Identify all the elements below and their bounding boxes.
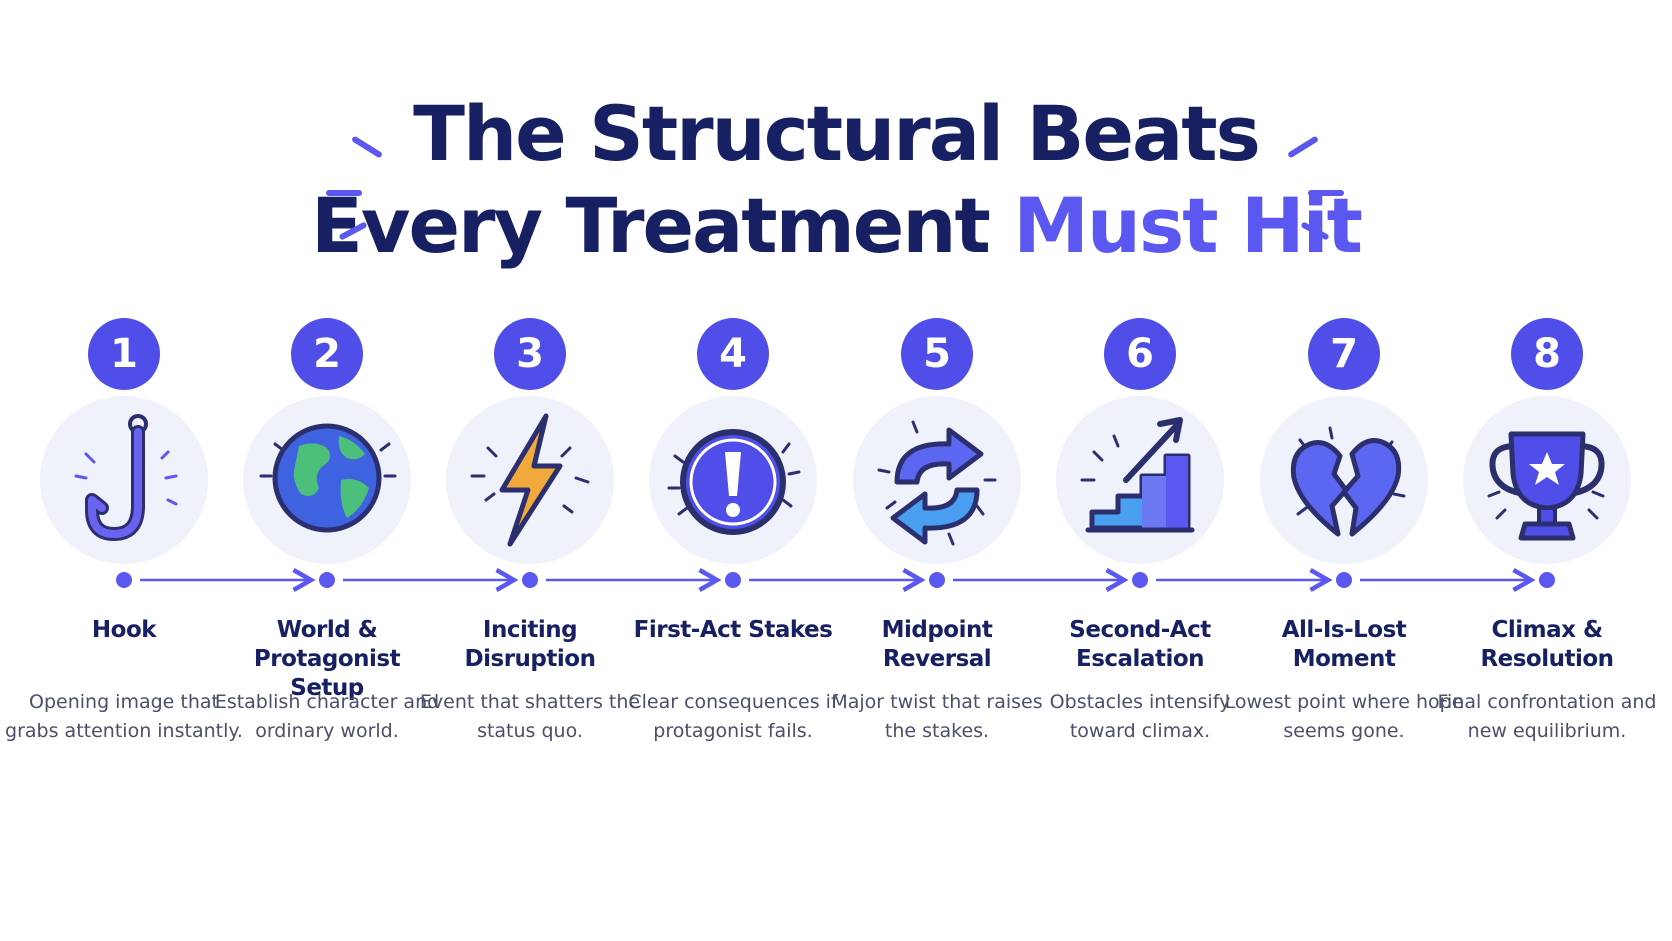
beat-description: Obstacles intensify toward climax. [1049, 691, 1231, 742]
beat-icon-circle [649, 396, 817, 564]
fishing-hook-icon [74, 414, 178, 541]
timeline-dot [319, 572, 335, 588]
beat-number-badge: 6 [1104, 318, 1176, 390]
beat-icon-circle [1056, 396, 1224, 564]
timeline-dot [522, 572, 538, 588]
beat-description: Major twist that raises the stakes. [831, 691, 1043, 742]
beat-number-badge: 3 [494, 318, 566, 390]
timeline-dot [116, 572, 132, 588]
timeline-dots [116, 572, 1555, 588]
title-line-1: The Structural Beats [413, 89, 1261, 178]
beat-title: World & Protagonist Setup [253, 617, 401, 701]
decor-dash-right-mid [1308, 190, 1344, 196]
beat-description: Establish character and ordinary world. [214, 691, 440, 742]
beat-title: Climax & Resolution [1480, 617, 1614, 672]
beat-description: Clear consequences if protagonist fails. [628, 691, 838, 742]
beat-number-badge: 4 [697, 318, 769, 390]
beat-title: First-Act Stakes [633, 617, 833, 643]
beat-description: Opening image that grabs attention insta… [5, 691, 243, 742]
timeline-dot [1539, 572, 1555, 588]
lightning-bolt-icon [470, 413, 590, 547]
beat-description: Final confrontation and new equilibrium. [1437, 691, 1657, 742]
decor-dash-left-mid [326, 190, 362, 196]
beat-number-badge: 5 [901, 318, 973, 390]
beat-description: Event that shatters the status quo. [419, 691, 641, 742]
timeline-dot [929, 572, 945, 588]
beat-title: Hook [91, 617, 157, 643]
broken-heart-icon [1290, 426, 1406, 537]
timeline-dot [1132, 572, 1148, 588]
beat-icon-circle [1260, 396, 1428, 564]
beat-title: Second-Act Escalation [1069, 617, 1211, 672]
beat-icon-circle [243, 396, 411, 564]
exclamation-icon [667, 429, 801, 535]
beat-number-badge: 1 [88, 318, 160, 390]
beat-description: Lowest point where hope seems gone. [1224, 691, 1464, 742]
beat-title: Inciting Disruption [464, 617, 596, 672]
page-title: The Structural Beats Every Treatment Mus… [0, 88, 1672, 272]
reverse-arrows-icon [877, 420, 997, 546]
trophy-icon [1487, 431, 1605, 541]
beat-number-badge: 7 [1308, 318, 1380, 390]
title-line-2-main: Every Treatment [310, 181, 991, 270]
beat-icon-circle [40, 396, 208, 564]
beat-title: Midpoint Reversal [881, 617, 993, 672]
rising-stairs-icon [1080, 417, 1195, 533]
beat-title: All-Is-Lost Moment [1281, 617, 1407, 672]
beat-icon-circle [446, 396, 614, 564]
beat-number-badge: 2 [291, 318, 363, 390]
timeline-dot [725, 572, 741, 588]
timeline-dot [1336, 572, 1352, 588]
beat-number-badge: 8 [1511, 318, 1583, 390]
beat-icon-circle [853, 396, 1021, 564]
beat-timeline [116, 568, 1555, 592]
beat-icon-circle [1463, 396, 1631, 564]
globe-icon [259, 423, 397, 533]
